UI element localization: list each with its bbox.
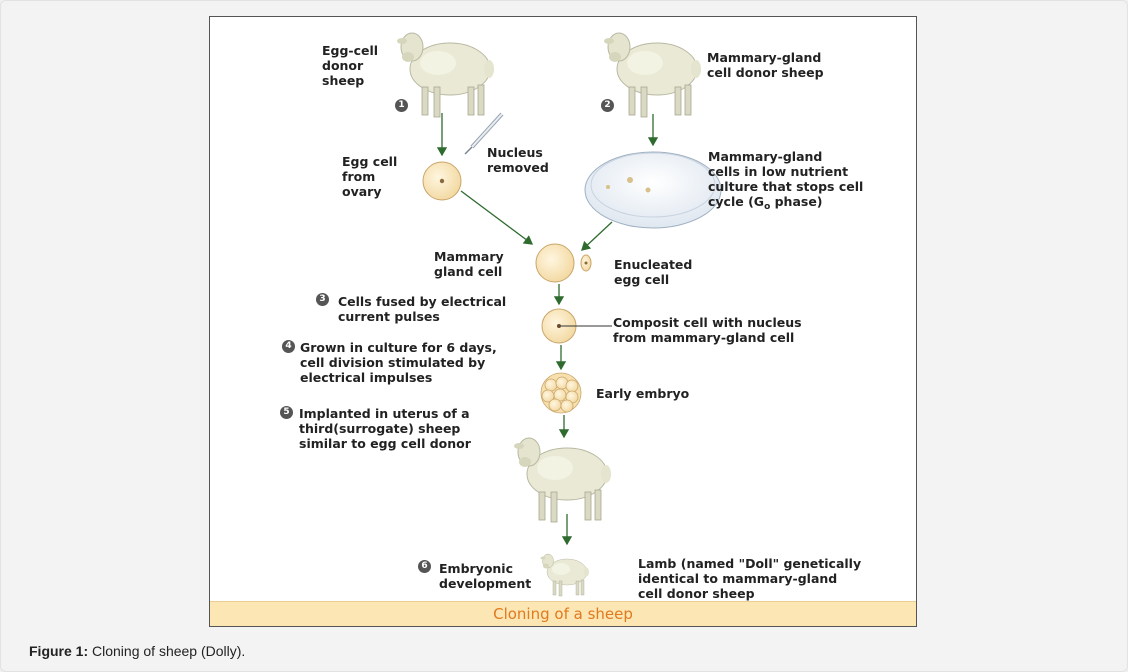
egg-cell-image [422, 161, 462, 201]
lamb-label: Lamb (named "Doll" genetically identical… [638, 556, 862, 601]
culture-label-lines: Mammary-gland cells in low nutrient cult… [708, 149, 864, 194]
egg-donor-sheep-image [396, 32, 495, 118]
figure-caption: Figure 1: Cloning of sheep (Dolly). [29, 643, 245, 659]
step-4-badge: 4 [282, 340, 295, 353]
enucleated-egg-label: Enucleated egg cell [614, 257, 693, 287]
mammary-donor-label: Mammary-gland cell donor sheep [707, 50, 824, 80]
pipette-image [464, 112, 504, 155]
composite-cell-image [541, 308, 612, 344]
step-5-badge: 5 [280, 406, 293, 419]
enucleated-egg-cell-image [580, 254, 592, 272]
egg-donor-label: Egg-cell donor sheep [322, 43, 379, 88]
step-3-label: Cells fused by electrical current pulses [338, 294, 507, 324]
culture-label-phase: phase) [770, 194, 823, 209]
egg-cell-label: Egg cell from ovary [342, 154, 398, 199]
arrows [436, 113, 659, 546]
composite-cell-label: Composit cell with nucleus from mammary-… [613, 315, 802, 345]
lamb-image [540, 553, 590, 597]
step-2-badge: 2 [601, 99, 614, 112]
diagram-graphics [396, 32, 722, 597]
step-3-badge: 3 [316, 293, 329, 306]
step-4-label: Grown in culture for 6 days, cell divisi… [300, 340, 497, 385]
arrow-egg-to-enucleated [460, 190, 534, 245]
step-5-label: Implanted in uterus of a third(surrogate… [299, 406, 471, 451]
step-1-badge: 1 [395, 99, 408, 112]
culture-label-subscript: o [764, 202, 771, 212]
cloning-diagram: Egg-cell donor sheep 1 Mammary-gland cel… [209, 16, 917, 627]
caption-label: Figure 1: [29, 643, 89, 659]
arrow-dish-to-mammary-cell [581, 221, 613, 251]
step-6-label: Embryonic development [439, 561, 532, 591]
figure-footer-title: Cloning of a sheep [493, 605, 633, 623]
mammary-gland-cell-image [535, 243, 575, 283]
early-embryo-image [540, 372, 582, 414]
mammary-gland-cell-label: Mammary gland cell [434, 249, 504, 279]
culture-label: Mammary-gland cells in low nutrient cult… [708, 149, 863, 215]
caption-text: Cloning of sheep (Dolly). [88, 643, 246, 659]
mammary-donor-sheep-image [603, 32, 702, 118]
surrogate-sheep-image [513, 437, 612, 523]
culture-label-cycle: cycle (G [708, 194, 765, 209]
step-6-badge: 6 [418, 560, 431, 573]
early-embryo-label: Early embryo [596, 386, 690, 401]
figure-footer: Cloning of a sheep [210, 601, 916, 626]
petri-dish-image [584, 151, 722, 229]
nucleus-removed-label: Nucleus removed [487, 145, 549, 175]
